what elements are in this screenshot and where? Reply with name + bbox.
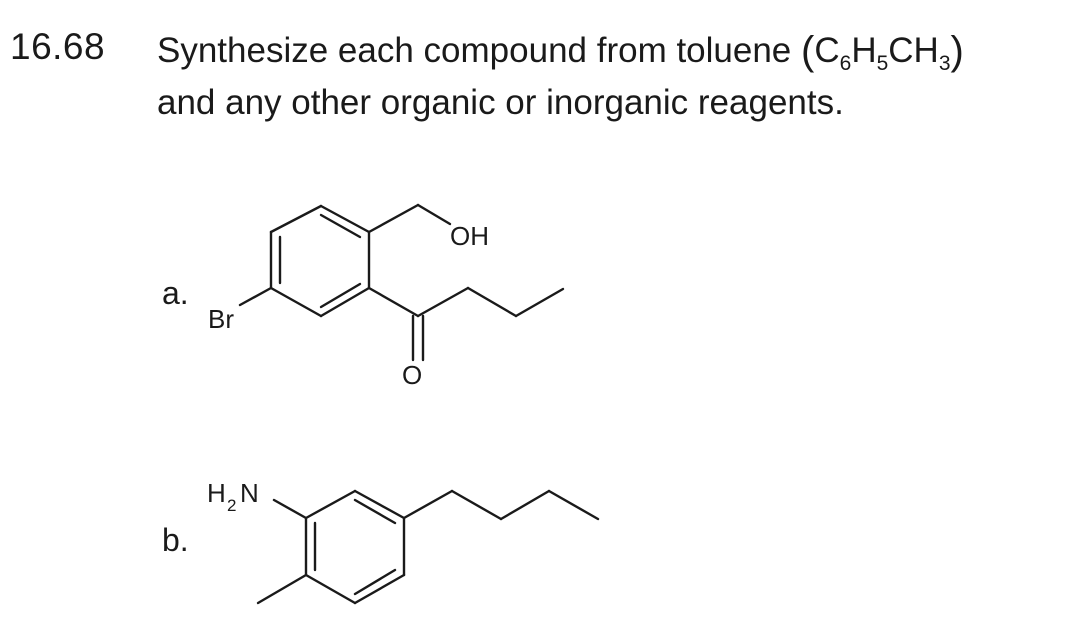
ring-b-bond [304,573,357,605]
butyl-bond [450,489,503,521]
formula-h: H [851,31,877,70]
structure-a [238,203,565,362]
ring-b-bond [353,573,406,605]
atom-oh: OH [450,221,489,251]
chain-bond [416,286,470,318]
formula-close-paren: ) [950,29,964,73]
atom-nh2-n: N [240,478,259,508]
nh2-bond [272,498,308,520]
problem-statement-line-2: and any other organic or inorganic reage… [157,83,844,122]
part-b-label: b. [162,522,189,558]
formula-c: C [814,31,840,70]
carbonyl-bond [367,286,420,318]
ring-b-bond [304,489,357,520]
ring-a-double-bond [319,282,362,309]
ring-a-bond [319,204,371,234]
statement-text: Synthesize each compound from toluene [157,31,792,70]
br-bond [238,286,273,307]
ring-a-bond [269,204,323,234]
part-a-label: a. [162,275,189,311]
butyl-bond [547,489,600,521]
ring-b-bond [353,489,406,520]
structure-b-benzene-ring [304,489,406,605]
ring-a-double-bond [319,213,362,239]
chain-bond [514,287,565,318]
structure-b [256,489,600,605]
ring-b-double-bond [353,568,397,596]
chain-bond [466,286,518,318]
ring-b-double-bond [353,498,397,525]
atom-nh2-subscript: 2 [227,496,236,515]
ring-a-bond [269,286,323,318]
atom-o: O [402,360,422,390]
problem-statement-line-1: Synthesize each compound from toluene (C… [157,27,964,75]
formula-c-subscript: 6 [839,52,852,75]
methyl-bond [256,573,308,605]
ring-a-bond [319,286,371,318]
atom-nh2: H 2 N [207,478,259,515]
formula-h-subscript: 5 [876,52,889,75]
butyl-bond [402,489,454,520]
formula-ch: CH [888,31,939,70]
atom-br: Br [208,304,234,334]
structure-a-benzene-ring [269,204,371,318]
butyl-bond [499,489,551,521]
ch2-bond [367,203,420,234]
formula-ch-subscript: 3 [938,52,951,75]
oh-bond [416,203,452,226]
atom-nh2-h: H [207,478,226,508]
molecular-formula: (C6H5CH3) [801,29,964,75]
problem-number: 16.68 [10,26,106,67]
formula-open-paren: ( [801,29,815,73]
